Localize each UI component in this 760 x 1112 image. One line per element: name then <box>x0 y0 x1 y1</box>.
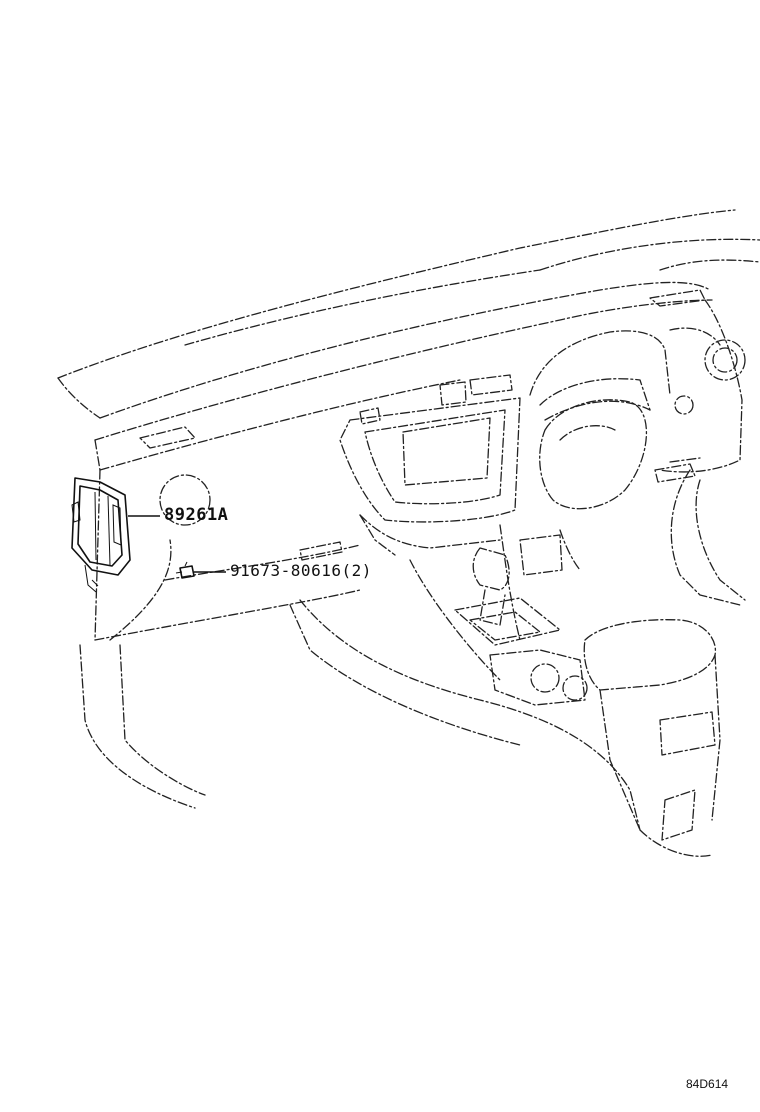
lower-dashboard <box>94 469 396 641</box>
steering-wheel <box>539 399 648 510</box>
right-air-vent <box>659 299 746 473</box>
dashboard-upper-panel <box>94 289 713 471</box>
left-door-sill <box>79 599 641 831</box>
instrument-cluster-hood <box>529 330 671 421</box>
ecu-module-89261 <box>71 477 131 593</box>
center-console <box>359 514 588 706</box>
rear-console-armrest <box>583 619 721 857</box>
right-floor-outline <box>654 457 746 606</box>
part-label-bolt: 91673-80616(2) <box>230 561 372 580</box>
part-label-ecu: 89261A <box>164 505 229 525</box>
bolt-91673 <box>175 561 195 579</box>
illustration-reference-code: 84D614 <box>686 1077 729 1091</box>
center-display-bezel <box>339 374 521 523</box>
dashboard-top-outline <box>57 209 760 419</box>
